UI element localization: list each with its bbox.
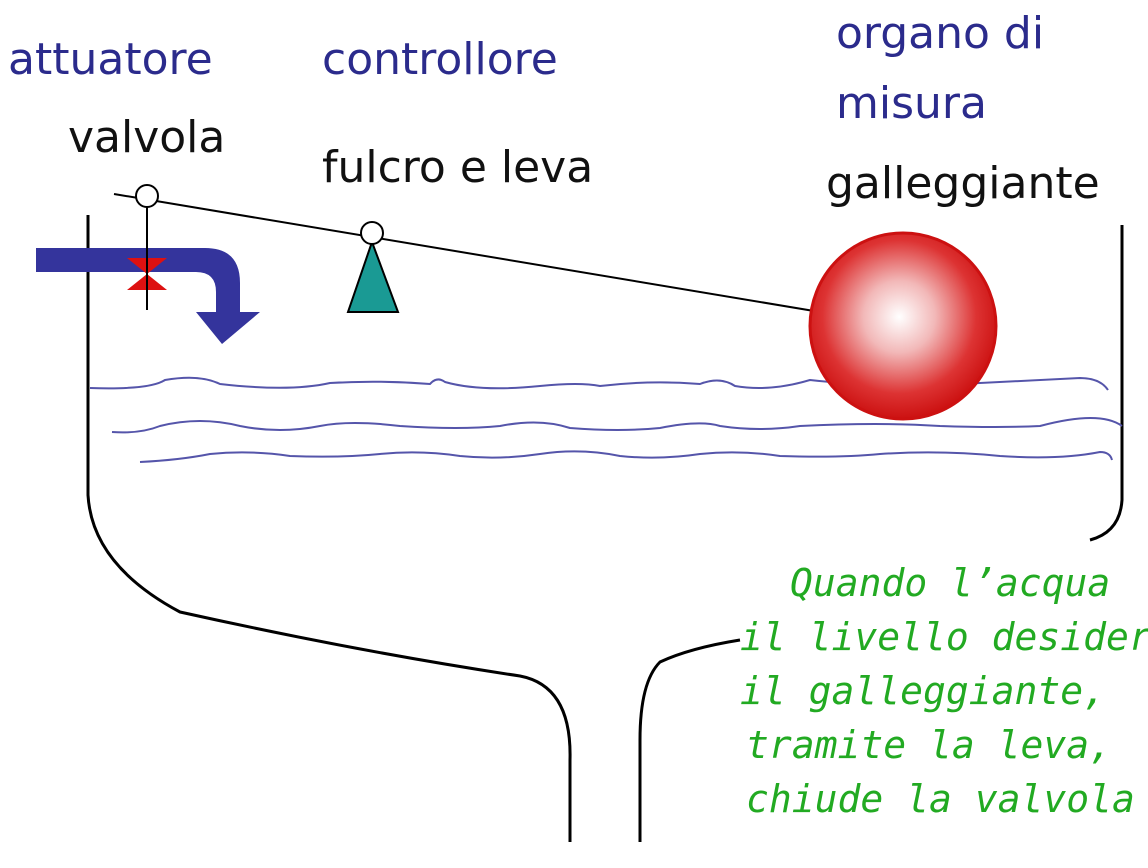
measure-role-label-line2: misura bbox=[836, 78, 987, 129]
controller-role-label: controllore bbox=[322, 34, 558, 85]
funnel-right-wall bbox=[638, 638, 741, 842]
valve-label: valvola bbox=[68, 112, 226, 163]
water-wave-3 bbox=[139, 450, 1113, 463]
measure-role-label-line1: organo di bbox=[836, 8, 1045, 59]
water-wave-2 bbox=[111, 417, 1123, 434]
note-line-3: il galleggiante, bbox=[740, 669, 1107, 713]
tank-right-wall bbox=[1089, 225, 1124, 542]
note-line-2: il livello desider bbox=[740, 615, 1148, 659]
fulcrum-lever-label: fulcro e leva bbox=[322, 142, 594, 193]
fulcrum-pivot bbox=[360, 221, 384, 245]
note-line-4: tramite la leva, bbox=[746, 723, 1113, 767]
float-ball bbox=[808, 231, 998, 421]
inlet-pipe bbox=[36, 248, 260, 344]
fulcrum-icon bbox=[346, 239, 400, 313]
tank-left-wall bbox=[86, 215, 572, 842]
valve-icon bbox=[127, 258, 167, 290]
valve-pivot bbox=[135, 184, 159, 208]
note-line-1: Quando l’acqua bbox=[790, 561, 1111, 605]
note-line-5: chiude la valvola bbox=[746, 777, 1135, 821]
actuator-role-label: attuatore bbox=[8, 34, 213, 85]
float-label: galleggiante bbox=[826, 158, 1100, 209]
lever-arm bbox=[113, 193, 821, 313]
